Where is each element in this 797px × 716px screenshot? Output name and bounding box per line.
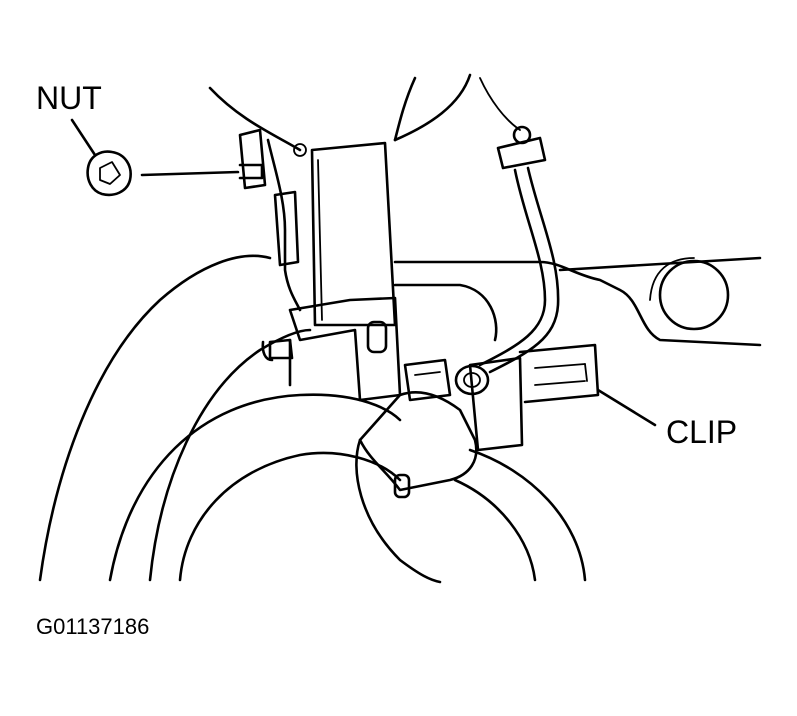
brake-line-upper (479, 77, 521, 131)
sensor-connector (273, 190, 300, 267)
fender-arch (38, 254, 272, 582)
strut-top-left (208, 86, 302, 152)
knuckle-body (358, 391, 478, 492)
panel-hole (658, 259, 730, 331)
strut-bracket (288, 296, 402, 402)
strut-top-right (393, 76, 417, 142)
panel-upper-edge (558, 256, 762, 272)
sensor-bolt (293, 143, 307, 157)
clip-slot-bottom (534, 380, 586, 386)
nut-part-face (99, 161, 121, 185)
hose-fitting-upper-nut (512, 125, 532, 145)
bracket-tab (268, 338, 294, 360)
strut-tube-shade (317, 159, 323, 321)
hose-bracket (468, 356, 524, 452)
clip-body (518, 343, 600, 404)
hose-fitting-lower-inner (463, 372, 481, 388)
brake-hose-left-edge (478, 168, 547, 367)
hose-fitting-lower (454, 364, 490, 396)
dust-shield (468, 448, 587, 582)
bracket-slot (366, 320, 388, 354)
panel-lower-edge (393, 283, 498, 342)
clip-label: CLIP (666, 414, 738, 450)
brake-hose-right-edge (488, 166, 560, 374)
dust-shield-inner (453, 478, 537, 582)
figure-id-label: G01137186 (36, 614, 150, 639)
nut-leader-line (140, 170, 240, 177)
sensor-bracket (238, 128, 267, 190)
knuckle-bracket-slot (414, 371, 441, 376)
rotor-outer (108, 393, 402, 582)
rotor-inner (178, 451, 402, 582)
nut-label-leader (70, 118, 97, 157)
caliper-lower (355, 438, 442, 584)
nut-label: NUT (36, 80, 102, 116)
fender-inner-curve (148, 328, 312, 582)
nut-part (86, 150, 132, 197)
knuckle-left-tab (261, 340, 274, 362)
knuckle-bracket (403, 358, 452, 402)
sensor-wire (266, 138, 302, 312)
clip-slot-end (584, 363, 588, 382)
inner-fender-panel (393, 260, 762, 347)
sensor-stud (238, 163, 264, 180)
clip-leader-line (596, 388, 657, 427)
body-top-curve (393, 73, 472, 142)
caliper-pad (393, 473, 411, 499)
strut-tube (310, 141, 397, 327)
clip-slot-top (534, 363, 586, 369)
panel-hole-rim (649, 257, 695, 301)
